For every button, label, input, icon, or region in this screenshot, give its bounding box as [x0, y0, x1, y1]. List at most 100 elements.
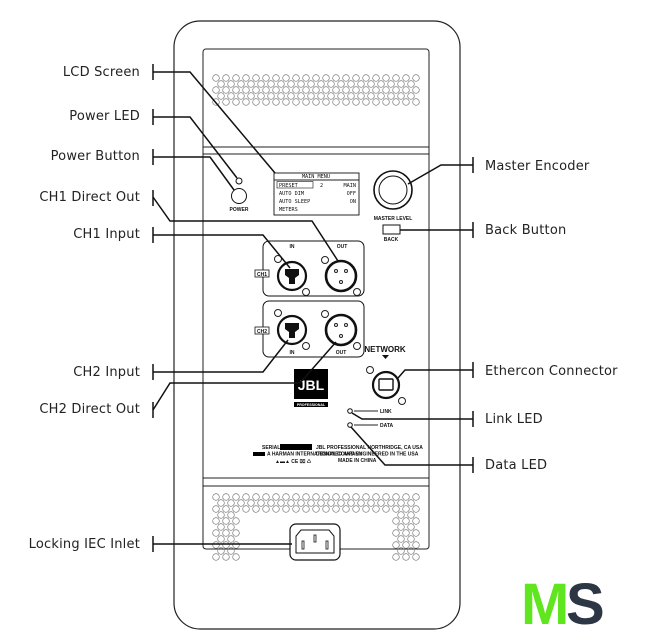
vent-hole	[292, 505, 300, 513]
vent-hole	[217, 547, 225, 555]
svg-text:LCD Screen: LCD Screen	[63, 65, 140, 80]
back-label: BACK	[384, 237, 399, 243]
vent-hole	[227, 92, 235, 100]
link-led-indicator	[347, 408, 353, 414]
data-label: DATA	[380, 423, 394, 429]
vent-hole	[297, 92, 305, 100]
vent-hole	[212, 529, 220, 537]
vent-hole	[297, 80, 305, 88]
vent-hole	[217, 499, 225, 507]
vent-hole	[412, 541, 420, 549]
vent-hole	[367, 80, 375, 88]
lcd-row-extra: ON	[350, 199, 356, 205]
vent-hole	[382, 505, 390, 513]
vent-hole	[312, 505, 320, 513]
lcd-row-extra: MAIN	[344, 183, 357, 189]
iec-pin	[313, 534, 317, 543]
vent-hole	[222, 517, 230, 525]
vent-hole	[212, 505, 220, 513]
xlr-pin	[334, 323, 338, 327]
vent-hole	[372, 74, 380, 82]
vent-hole	[352, 86, 360, 94]
ch1-direct-out-xlr[interactable]	[324, 259, 358, 293]
vent-hole	[232, 541, 240, 549]
screw	[321, 256, 329, 264]
xlr-pin	[344, 269, 348, 273]
vent-hole	[402, 541, 410, 549]
vent-hole	[232, 553, 240, 561]
ch1-in-label: IN	[290, 244, 295, 250]
vent-hole	[357, 80, 365, 88]
xlr-pin	[334, 269, 338, 273]
ch2-in-label: IN	[290, 350, 295, 356]
vent-hole	[252, 74, 260, 82]
vent-hole	[392, 98, 400, 106]
vent-hole	[252, 86, 260, 94]
vent-hole	[407, 499, 415, 507]
vent-hole	[277, 92, 285, 100]
vent-hole	[402, 505, 410, 513]
callout-ch1-direct-out: CH1 Direct Out	[39, 190, 339, 262]
vent-hole	[347, 80, 355, 88]
vent-hole	[332, 86, 340, 94]
ch2-tag-text: CH2	[257, 329, 267, 335]
vent-hole	[312, 98, 320, 106]
vent-hole	[237, 499, 245, 507]
callout-locking-iec-inlet: Locking IEC Inlet	[29, 536, 292, 552]
vent-hole	[377, 499, 385, 507]
vent-hole	[392, 86, 400, 94]
vent-hole	[367, 499, 375, 507]
callout-ch2-input: CH2 Input	[73, 339, 289, 380]
vent-hole	[302, 86, 310, 94]
vent-hole	[392, 517, 400, 525]
vent-hole	[222, 553, 230, 561]
vent-hole	[362, 493, 370, 501]
back-button-shape[interactable]	[382, 224, 401, 235]
vent-hole	[232, 529, 240, 537]
vent-hole	[392, 493, 400, 501]
jbl-sub-bar	[294, 402, 328, 407]
ch2-direct-out-xlr[interactable]	[324, 313, 358, 347]
vent-hole	[387, 92, 395, 100]
vent-hole	[232, 74, 240, 82]
vent-hole	[372, 86, 380, 94]
vent-hole	[347, 499, 355, 507]
vent-hole	[352, 505, 360, 513]
vent-hole	[292, 98, 300, 106]
screw	[353, 342, 361, 350]
vent-hole	[362, 505, 370, 513]
network-label: NETWORK	[364, 345, 406, 354]
vent-hole	[392, 553, 400, 561]
vent-hole	[227, 499, 235, 507]
power-button-shape[interactable]	[231, 188, 247, 204]
ch1-tag-text: CH1	[257, 272, 267, 278]
vent-hole	[402, 493, 410, 501]
vent-hole	[397, 511, 405, 519]
vent-hole	[242, 98, 250, 106]
callout-link-led: Link LED	[351, 411, 543, 427]
vent-hole	[237, 80, 245, 88]
vent-hole	[352, 74, 360, 82]
lcd-row-name: PRESET	[279, 183, 298, 189]
vent-hole	[282, 493, 290, 501]
iec-pin	[301, 540, 305, 550]
vent-hole	[272, 98, 280, 106]
vent-hole	[322, 98, 330, 106]
screw	[302, 288, 310, 296]
vent-hole	[412, 86, 420, 94]
vent-hole	[247, 499, 255, 507]
vent-hole	[412, 553, 420, 561]
vent-hole	[292, 86, 300, 94]
ethercon-port	[378, 378, 394, 391]
svg-text:CH2 Input: CH2 Input	[73, 365, 140, 380]
vent-hole	[242, 505, 250, 513]
vent-hole	[287, 92, 295, 100]
vent-hole	[402, 517, 410, 525]
vent-hole	[217, 511, 225, 519]
vent-hole	[297, 499, 305, 507]
vent-hole	[322, 505, 330, 513]
ch1-out-label: OUT	[337, 244, 348, 250]
vent-hole	[212, 553, 220, 561]
vent-hole	[212, 74, 220, 82]
vent-hole	[217, 523, 225, 531]
